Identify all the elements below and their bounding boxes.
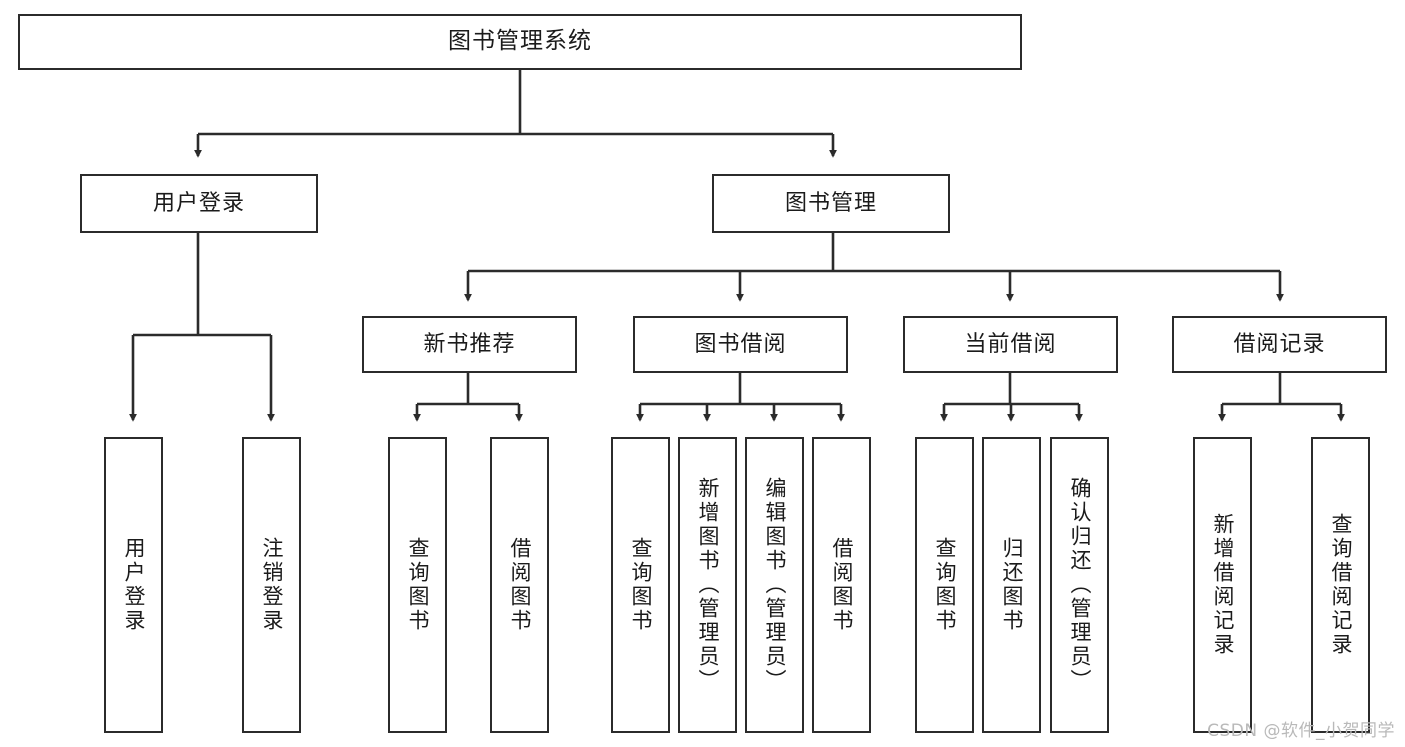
node-book-manage-label: 图书管理 — [784, 190, 877, 216]
node-leaf-edit-book[interactable]: 编辑图书（管理员） — [745, 437, 804, 733]
node-leaf-add-book-label: 新增图书（管理员） — [696, 477, 720, 693]
node-leaf-add-record-label: 新增借阅记录 — [1211, 513, 1235, 657]
node-current-borrow[interactable]: 当前借阅 — [903, 316, 1118, 373]
node-leaf-borrow-book-1-label: 借阅图书 — [508, 537, 532, 633]
node-leaf-user-login[interactable]: 用户登录 — [104, 437, 163, 733]
node-leaf-borrow-book-1[interactable]: 借阅图书 — [490, 437, 549, 733]
node-leaf-query-book-1-label: 查询图书 — [406, 537, 430, 633]
node-book-manage[interactable]: 图书管理 — [712, 174, 950, 233]
node-leaf-query-record-label: 查询借阅记录 — [1329, 513, 1353, 657]
node-leaf-borrow-book-2-label: 借阅图书 — [830, 537, 854, 633]
node-root-label: 图书管理系统 — [448, 28, 592, 55]
node-leaf-return-book[interactable]: 归还图书 — [982, 437, 1041, 733]
node-book-borrow[interactable]: 图书借阅 — [633, 316, 848, 373]
node-leaf-edit-book-label: 编辑图书（管理员） — [763, 477, 787, 693]
node-leaf-query-book-2[interactable]: 查询图书 — [611, 437, 670, 733]
node-leaf-query-book-3[interactable]: 查询图书 — [915, 437, 974, 733]
node-user-login-label: 用户登录 — [152, 190, 245, 216]
node-leaf-borrow-book-2[interactable]: 借阅图书 — [812, 437, 871, 733]
node-borrow-record[interactable]: 借阅记录 — [1172, 316, 1387, 373]
node-current-borrow-label: 当前借阅 — [964, 331, 1057, 357]
node-leaf-return-book-label: 归还图书 — [1000, 537, 1024, 633]
node-leaf-user-logout-label: 注销登录 — [260, 537, 284, 633]
node-new-book-rec-label: 新书推荐 — [423, 331, 516, 357]
node-leaf-add-book[interactable]: 新增图书（管理员） — [678, 437, 737, 733]
node-borrow-record-label: 借阅记录 — [1233, 331, 1326, 357]
node-leaf-query-record[interactable]: 查询借阅记录 — [1311, 437, 1370, 733]
node-leaf-confirm-return[interactable]: 确认归还（管理员） — [1050, 437, 1109, 733]
node-leaf-query-book-2-label: 查询图书 — [629, 537, 653, 633]
node-leaf-confirm-return-label: 确认归还（管理员） — [1068, 477, 1092, 693]
node-new-book-rec[interactable]: 新书推荐 — [362, 316, 577, 373]
node-leaf-user-login-label: 用户登录 — [122, 537, 146, 633]
watermark: CSDN @软件_小贺同学 — [1207, 721, 1395, 741]
node-leaf-query-book-3-label: 查询图书 — [933, 537, 957, 633]
node-leaf-query-book-1[interactable]: 查询图书 — [388, 437, 447, 733]
node-root[interactable]: 图书管理系统 — [18, 14, 1022, 70]
node-leaf-user-logout[interactable]: 注销登录 — [242, 437, 301, 733]
node-user-login[interactable]: 用户登录 — [80, 174, 318, 233]
node-leaf-add-record[interactable]: 新增借阅记录 — [1193, 437, 1252, 733]
node-book-borrow-label: 图书借阅 — [694, 331, 787, 357]
